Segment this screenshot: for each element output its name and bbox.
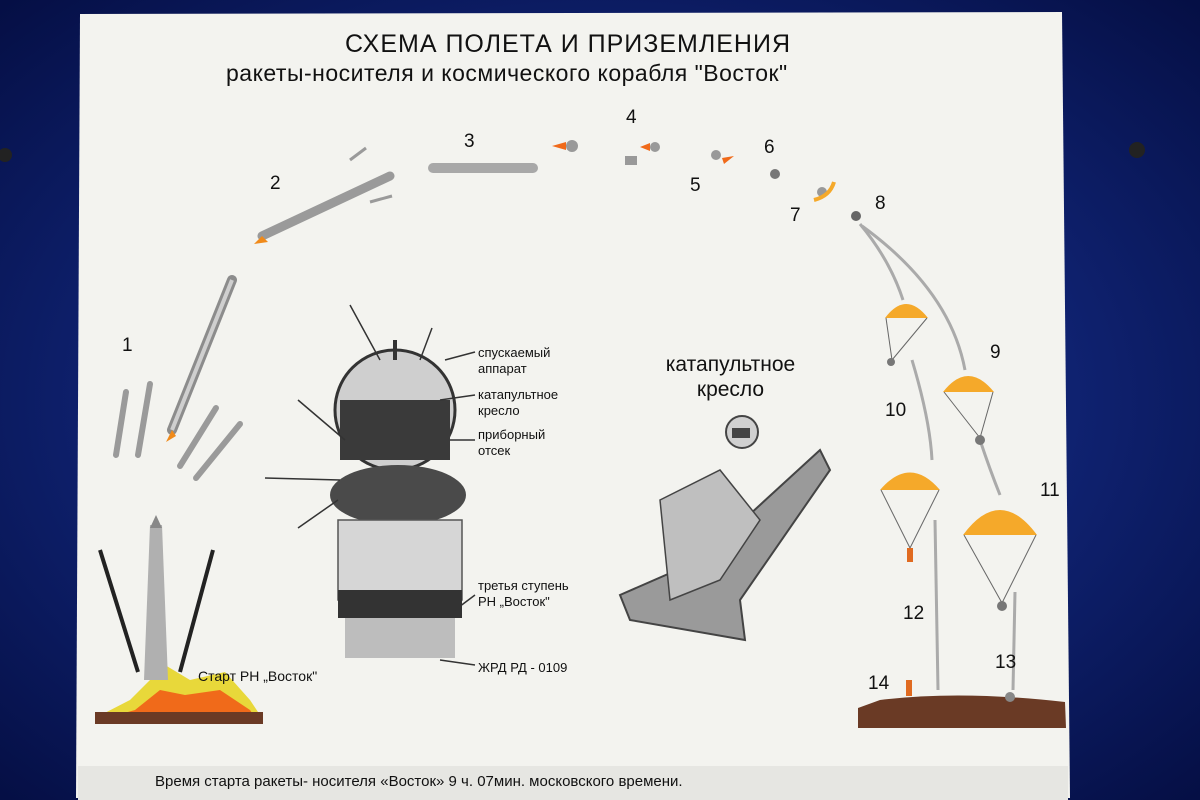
label-ejection-seat: катапультное кресло xyxy=(478,387,558,419)
stage-number: 6 xyxy=(764,137,775,159)
launch-label: Старт РН „Восток" xyxy=(198,668,317,684)
stage-number: 5 xyxy=(690,175,701,197)
stage-number: 7 xyxy=(790,205,801,227)
stage-number: 3 xyxy=(464,131,475,153)
stage-number: 9 xyxy=(990,342,1001,364)
stage-number: 1 xyxy=(122,335,133,357)
label-engine: ЖРД РД - 0109 xyxy=(478,660,567,676)
stage-number: 4 xyxy=(626,107,637,129)
stage-number: 2 xyxy=(270,173,281,195)
label-descent-module: спускаемый аппарат xyxy=(478,345,550,377)
label-instrument-module: приборный отсек xyxy=(478,427,545,459)
stage-number: 8 xyxy=(875,193,886,215)
stage-number: 11 xyxy=(1040,480,1060,502)
seat-caption: катапультное кресло xyxy=(648,352,813,402)
stage-number: 14 xyxy=(868,673,889,695)
stage-number: 13 xyxy=(995,652,1016,674)
label-third-stage: третья ступень РН „Восток" xyxy=(478,578,569,610)
rocket-third-stage xyxy=(428,163,538,173)
footer-caption: Время старта ракеты- носителя «Восток» 9… xyxy=(155,773,683,790)
stage-number: 10 xyxy=(885,400,906,422)
poster-subtitle: ракеты-носителя и космического корабля "… xyxy=(226,60,788,87)
poster-title: СХЕМА ПОЛЕТА И ПРИЗЕМЛЕНИЯ xyxy=(345,30,791,59)
stage-number: 12 xyxy=(903,603,924,625)
